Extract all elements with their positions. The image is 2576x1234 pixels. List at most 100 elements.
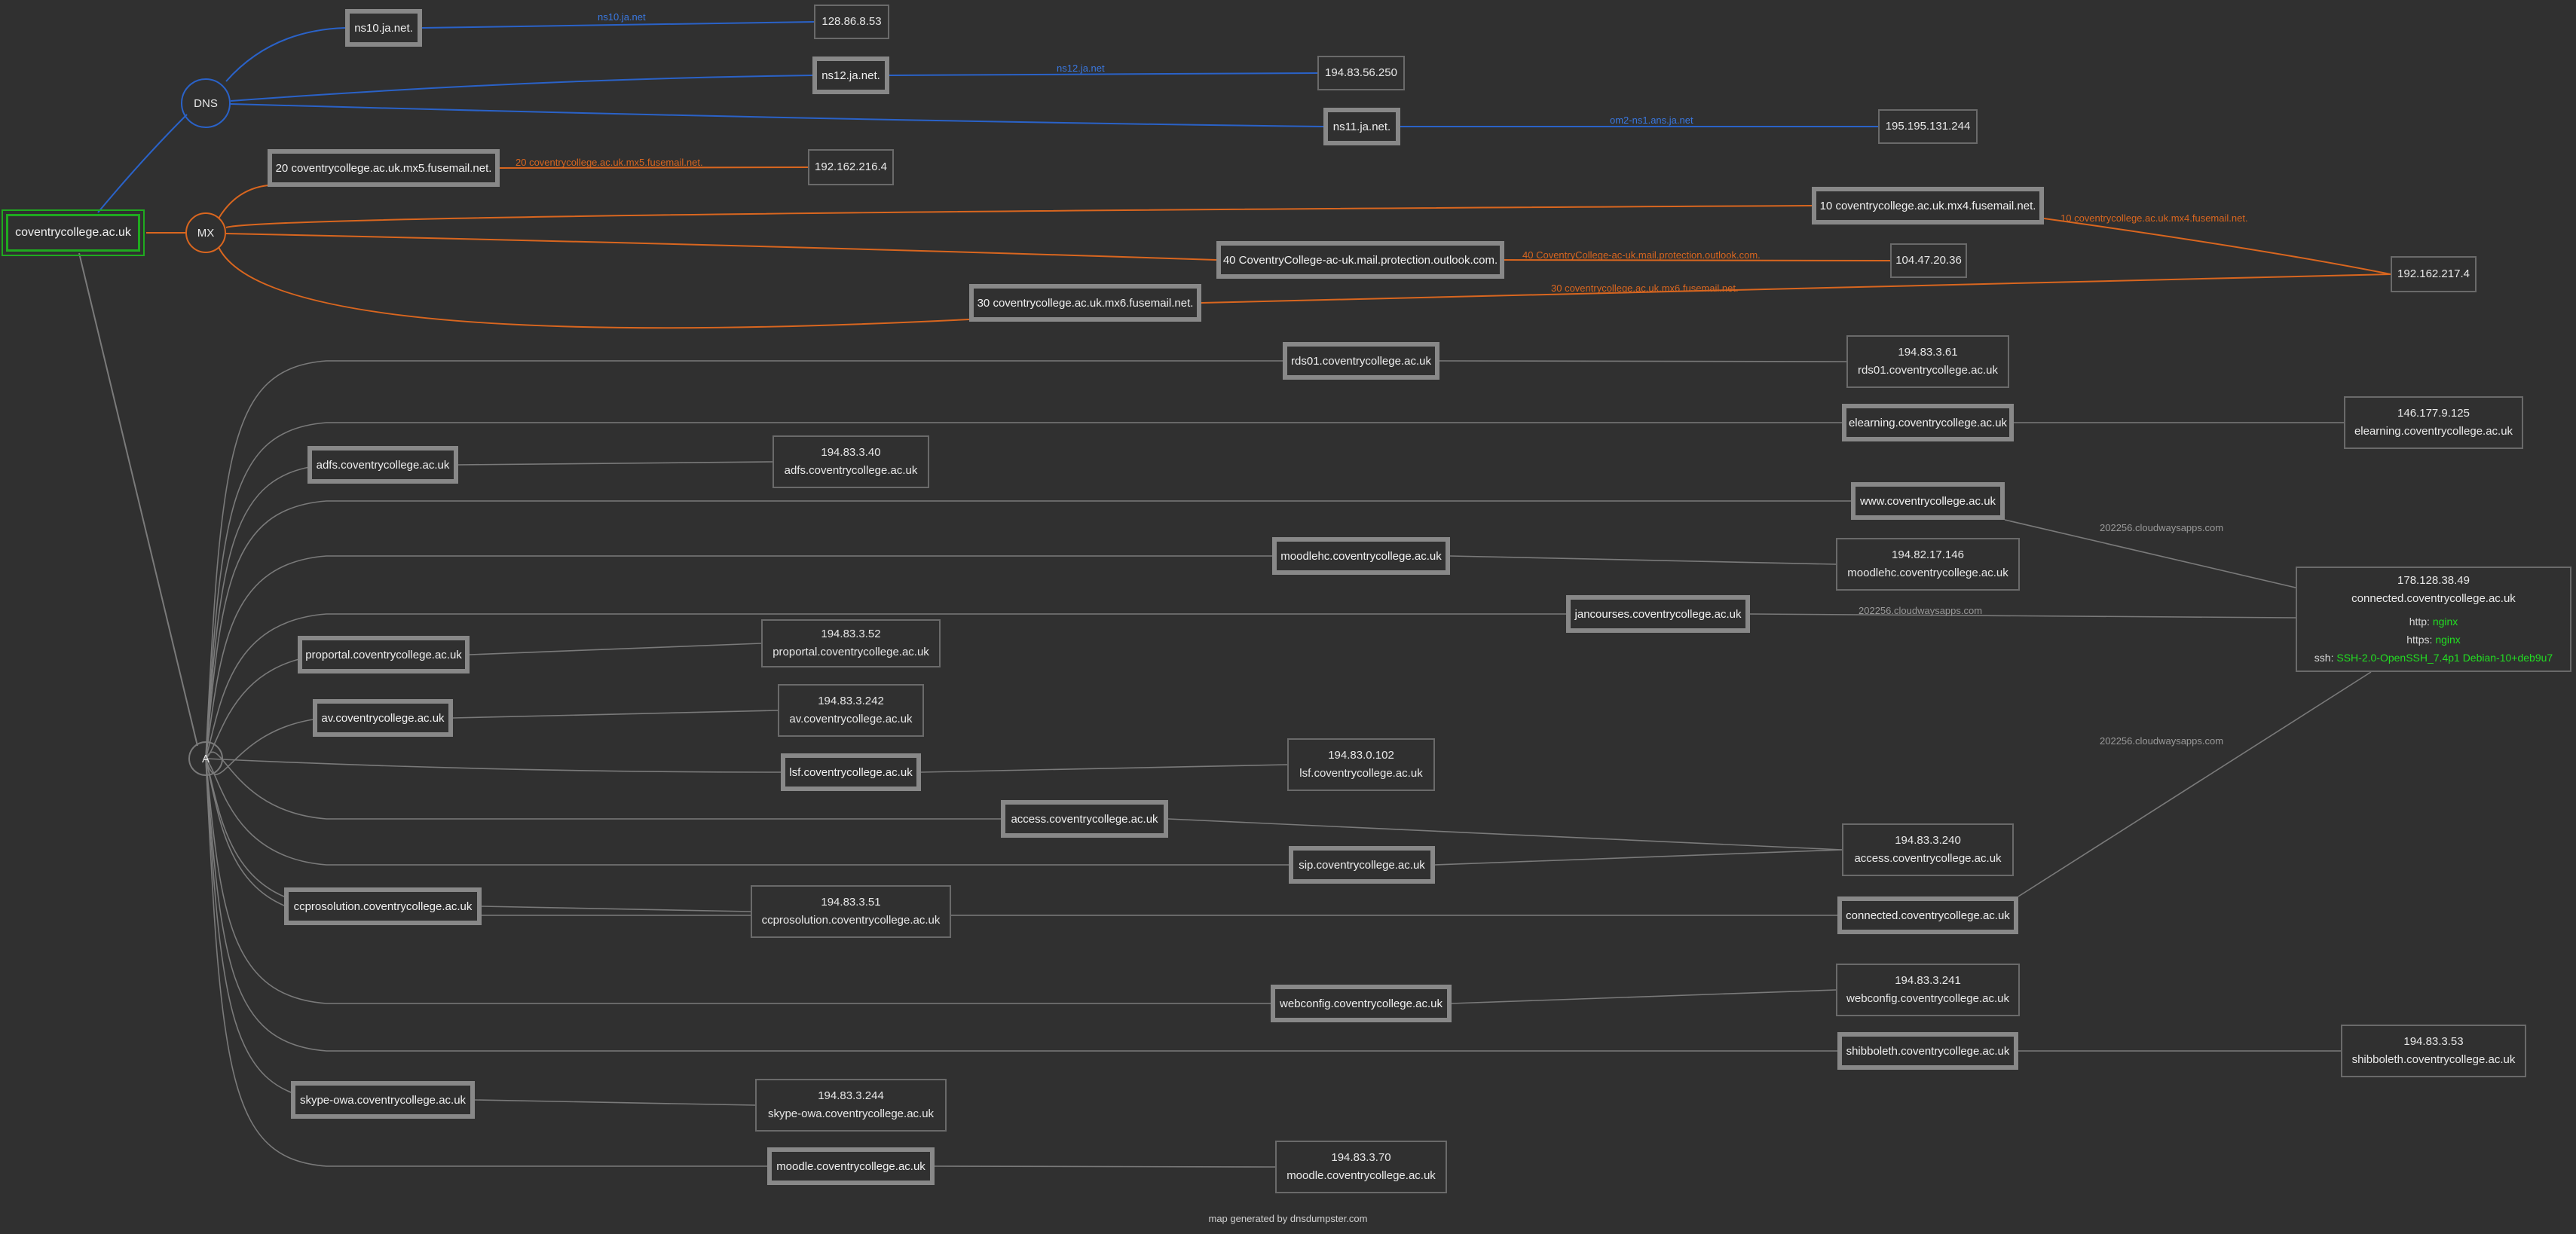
mx-host-label: 30 coventrycollege.ac.uk.mx6.fusemail.ne… [977, 296, 1194, 310]
edge-host-ip [2004, 519, 2296, 588]
edge-host-ip [499, 166, 809, 169]
a-host-moodlehc[interactable]: moodlehc.coventrycollege.ac.uk [1272, 537, 1450, 575]
mx-category-node[interactable]: MX [185, 212, 226, 253]
a-host-sip[interactable]: sip.coventrycollege.ac.uk [1289, 846, 1435, 884]
root-domain-node[interactable]: coventrycollege.ac.uk [2, 209, 145, 256]
ip-label: 194.83.3.244 [818, 1089, 884, 1102]
a-category-label: A [201, 752, 210, 765]
dns-edge-label: ns10.ja.net [598, 11, 646, 23]
dns-edge-label: om2-ns1.ans.ja.net [1610, 115, 1693, 126]
ip-label: 194.83.3.70 [1331, 1151, 1391, 1164]
ip-label: 104.47.20.36 [1895, 254, 1962, 267]
a-host-av[interactable]: av.coventrycollege.ac.uk [313, 699, 453, 737]
a-host-moodle[interactable]: moodle.coventrycollege.ac.uk [767, 1147, 935, 1185]
mx-ip-mx4-mx6[interactable]: 192.162.217.4 [2391, 256, 2477, 292]
edge-host-ip [2018, 671, 2372, 897]
edge-host-ip [457, 461, 773, 466]
edge-mx-host [225, 233, 1217, 261]
dns-host-ns11[interactable]: ns11.ja.net. [1323, 108, 1400, 145]
service-value: nginx [2432, 615, 2458, 628]
edge-dns-host [230, 103, 1324, 127]
a-host-elearning[interactable]: elearning.coventrycollege.ac.uk [1842, 404, 2014, 441]
a-host-lsf[interactable]: lsf.coventrycollege.ac.uk [781, 753, 921, 791]
dns-ip-ns12[interactable]: 194.83.56.250 [1317, 56, 1405, 90]
service-ssh: ssh: SSH-2.0-OpenSSH_7.4p1 Debian-10+deb… [2314, 649, 2553, 667]
ip-label: 194.83.3.53 [2403, 1035, 2464, 1048]
a-host-access[interactable]: access.coventrycollege.ac.uk [1001, 800, 1168, 838]
mx-host-mx6[interactable]: 30 coventrycollege.ac.uk.mx6.fusemail.ne… [969, 284, 1201, 322]
edge-mx-host [225, 205, 1813, 228]
edge-a-host [205, 758, 782, 773]
host-label: webconfig.coventrycollege.ac.uk [1280, 997, 1442, 1010]
service-key: http: [2409, 615, 2430, 628]
edge-a-host [205, 360, 1283, 759]
edge-a-host [205, 422, 1842, 759]
edge-host-ip [2043, 218, 2391, 275]
ip-label: 194.83.3.61 [1898, 346, 1958, 359]
edge-host-ip [934, 1165, 1276, 1168]
dns-category-node[interactable]: DNS [181, 78, 231, 128]
a-host-jancourses[interactable]: jancourses.coventrycollege.ac.uk [1566, 595, 1750, 633]
edge-a-host [205, 464, 327, 759]
service-value: SSH-2.0-OpenSSH_7.4p1 Debian-10+deb9u7 [2336, 652, 2553, 664]
ip-label: 194.83.3.52 [821, 628, 881, 640]
a-host-skype-owa[interactable]: skype-owa.coventrycollege.ac.uk [291, 1081, 475, 1119]
cname-edge-label: 202256.cloudwaysapps.com [2100, 522, 2224, 533]
mx-ip-mx5[interactable]: 192.162.216.4 [808, 149, 894, 185]
a-host-webconfig[interactable]: webconfig.coventrycollege.ac.uk [1271, 985, 1452, 1022]
service-key: https: [2406, 634, 2433, 646]
mx-host-mx4[interactable]: 10 coventrycollege.ac.uk.mx4.fusemail.ne… [1812, 187, 2044, 225]
a-host-adfs[interactable]: adfs.coventrycollege.ac.uk [307, 446, 458, 484]
ip-host-label: lsf.coventrycollege.ac.uk [1299, 767, 1423, 780]
edge-host-ip [1449, 555, 1837, 565]
service-value: nginx [2435, 634, 2461, 646]
mx-ip-outlook[interactable]: 104.47.20.36 [1890, 243, 1967, 278]
ip-host-label: ccprosolution.coventrycollege.ac.uk [761, 914, 941, 927]
edge-dns-host [225, 27, 346, 82]
host-label: av.coventrycollege.ac.uk [321, 711, 445, 725]
a-host-proportal[interactable]: proportal.coventrycollege.ac.uk [298, 636, 470, 674]
mx-host-label: 20 coventrycollege.ac.uk.mx5.fusemail.ne… [275, 161, 492, 175]
a-host-connected[interactable]: connected.coventrycollege.ac.uk [1837, 896, 2018, 934]
dns-host-ns10[interactable]: ns10.ja.net. [345, 9, 422, 47]
service-http: http: nginx [2409, 612, 2458, 631]
a-host-shibboleth[interactable]: shibboleth.coventrycollege.ac.uk [1837, 1032, 2018, 1070]
ip-label: 194.83.3.40 [821, 446, 881, 459]
mx-edge-label: 30 coventrycollege.ac.uk.mx6.fusemail.ne… [1551, 283, 1739, 294]
edge-host-ip [421, 21, 815, 29]
mx-host-mx5[interactable]: 20 coventrycollege.ac.uk.mx5.fusemail.ne… [268, 149, 500, 187]
mx-edge-label: 10 coventrycollege.ac.uk.mx4.fusemail.ne… [2060, 212, 2248, 224]
host-label: skype-owa.coventrycollege.ac.uk [299, 1093, 467, 1107]
a-host-www[interactable]: www.coventrycollege.ac.uk [1851, 482, 2005, 520]
edge-root-a [78, 252, 198, 747]
a-category-node[interactable]: A [188, 741, 223, 776]
edge-a-host [205, 758, 1271, 1004]
host-label: jancourses.coventrycollege.ac.uk [1574, 607, 1742, 621]
edge-host-ip [1504, 259, 1891, 261]
edge-host-ip [1434, 849, 1843, 866]
dns-ip-ns10[interactable]: 128.86.8.53 [814, 5, 889, 39]
a-host-ccprosolution[interactable]: ccprosolution.coventrycollege.ac.uk [284, 887, 482, 925]
dns-ip-ns11[interactable]: 195.195.131.244 [1878, 109, 1978, 144]
host-label: ccprosolution.coventrycollege.ac.uk [293, 900, 473, 913]
mx-host-outlook[interactable]: 40 CoventryCollege-ac-uk.mail.protection… [1216, 241, 1504, 279]
a-ip-connected-services[interactable]: 178.128.38.49 connected.coventrycollege.… [2296, 567, 2571, 672]
edge-root-dns [97, 114, 188, 213]
a-host-rds01[interactable]: rds01.coventrycollege.ac.uk [1283, 342, 1439, 380]
dns-host-ns12[interactable]: ns12.ja.net. [812, 57, 889, 94]
host-label: www.coventrycollege.ac.uk [1859, 494, 1996, 508]
